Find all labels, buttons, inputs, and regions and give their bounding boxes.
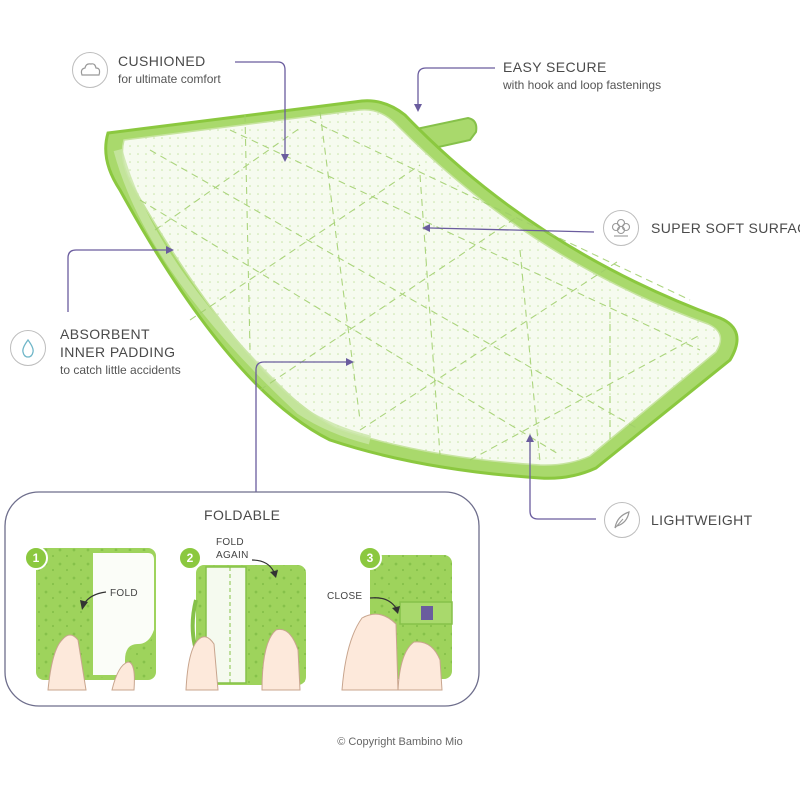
step-3-label: CLOSE <box>327 591 363 602</box>
step-2-badge: 2 <box>178 546 202 570</box>
copyright-notice: © Copyright Bambino Mio <box>337 736 463 748</box>
absorbent-title-line2: INNER PADDING <box>60 344 176 360</box>
leader-lines <box>67 61 596 520</box>
step-1-badge: 1 <box>24 546 48 570</box>
feather-icon <box>614 511 630 529</box>
feather-icon-badge <box>604 502 640 538</box>
step-2-illustration <box>185 559 306 691</box>
flower-icon <box>611 218 631 237</box>
step-3-badge: 3 <box>358 546 382 570</box>
cloud-icon <box>80 63 101 76</box>
absorbent-subtitle: to catch little accidents <box>60 363 181 377</box>
absorbent-title-line1: ABSORBENT <box>60 326 150 342</box>
easy-secure-subtitle: with hook and loop fastenings <box>503 78 662 92</box>
cushioned-subtitle: for ultimate comfort <box>118 72 221 86</box>
step-3-illustration <box>341 555 453 691</box>
cushioned-title: CUSHIONED <box>118 53 206 69</box>
super-soft-title: SUPER SOFT SURFACE <box>651 220 800 236</box>
lightweight-title: LIGHTWEIGHT <box>651 512 753 528</box>
leader-arrowheads <box>166 104 534 442</box>
cushion-icon-badge <box>72 52 108 88</box>
changing-mat <box>104 99 739 480</box>
easy-secure-title: EASY SECURE <box>503 59 607 75</box>
drop-icon-badge <box>10 330 46 366</box>
flower-icon-badge <box>603 210 639 246</box>
step-2-label-line1: FOLD <box>216 537 244 548</box>
step-1-label: FOLD <box>110 588 138 599</box>
drop-icon <box>22 338 34 358</box>
step-1-illustration <box>36 548 156 691</box>
foldable-title: FOLDABLE <box>204 507 281 523</box>
step-2-label-line2: AGAIN <box>216 550 249 561</box>
